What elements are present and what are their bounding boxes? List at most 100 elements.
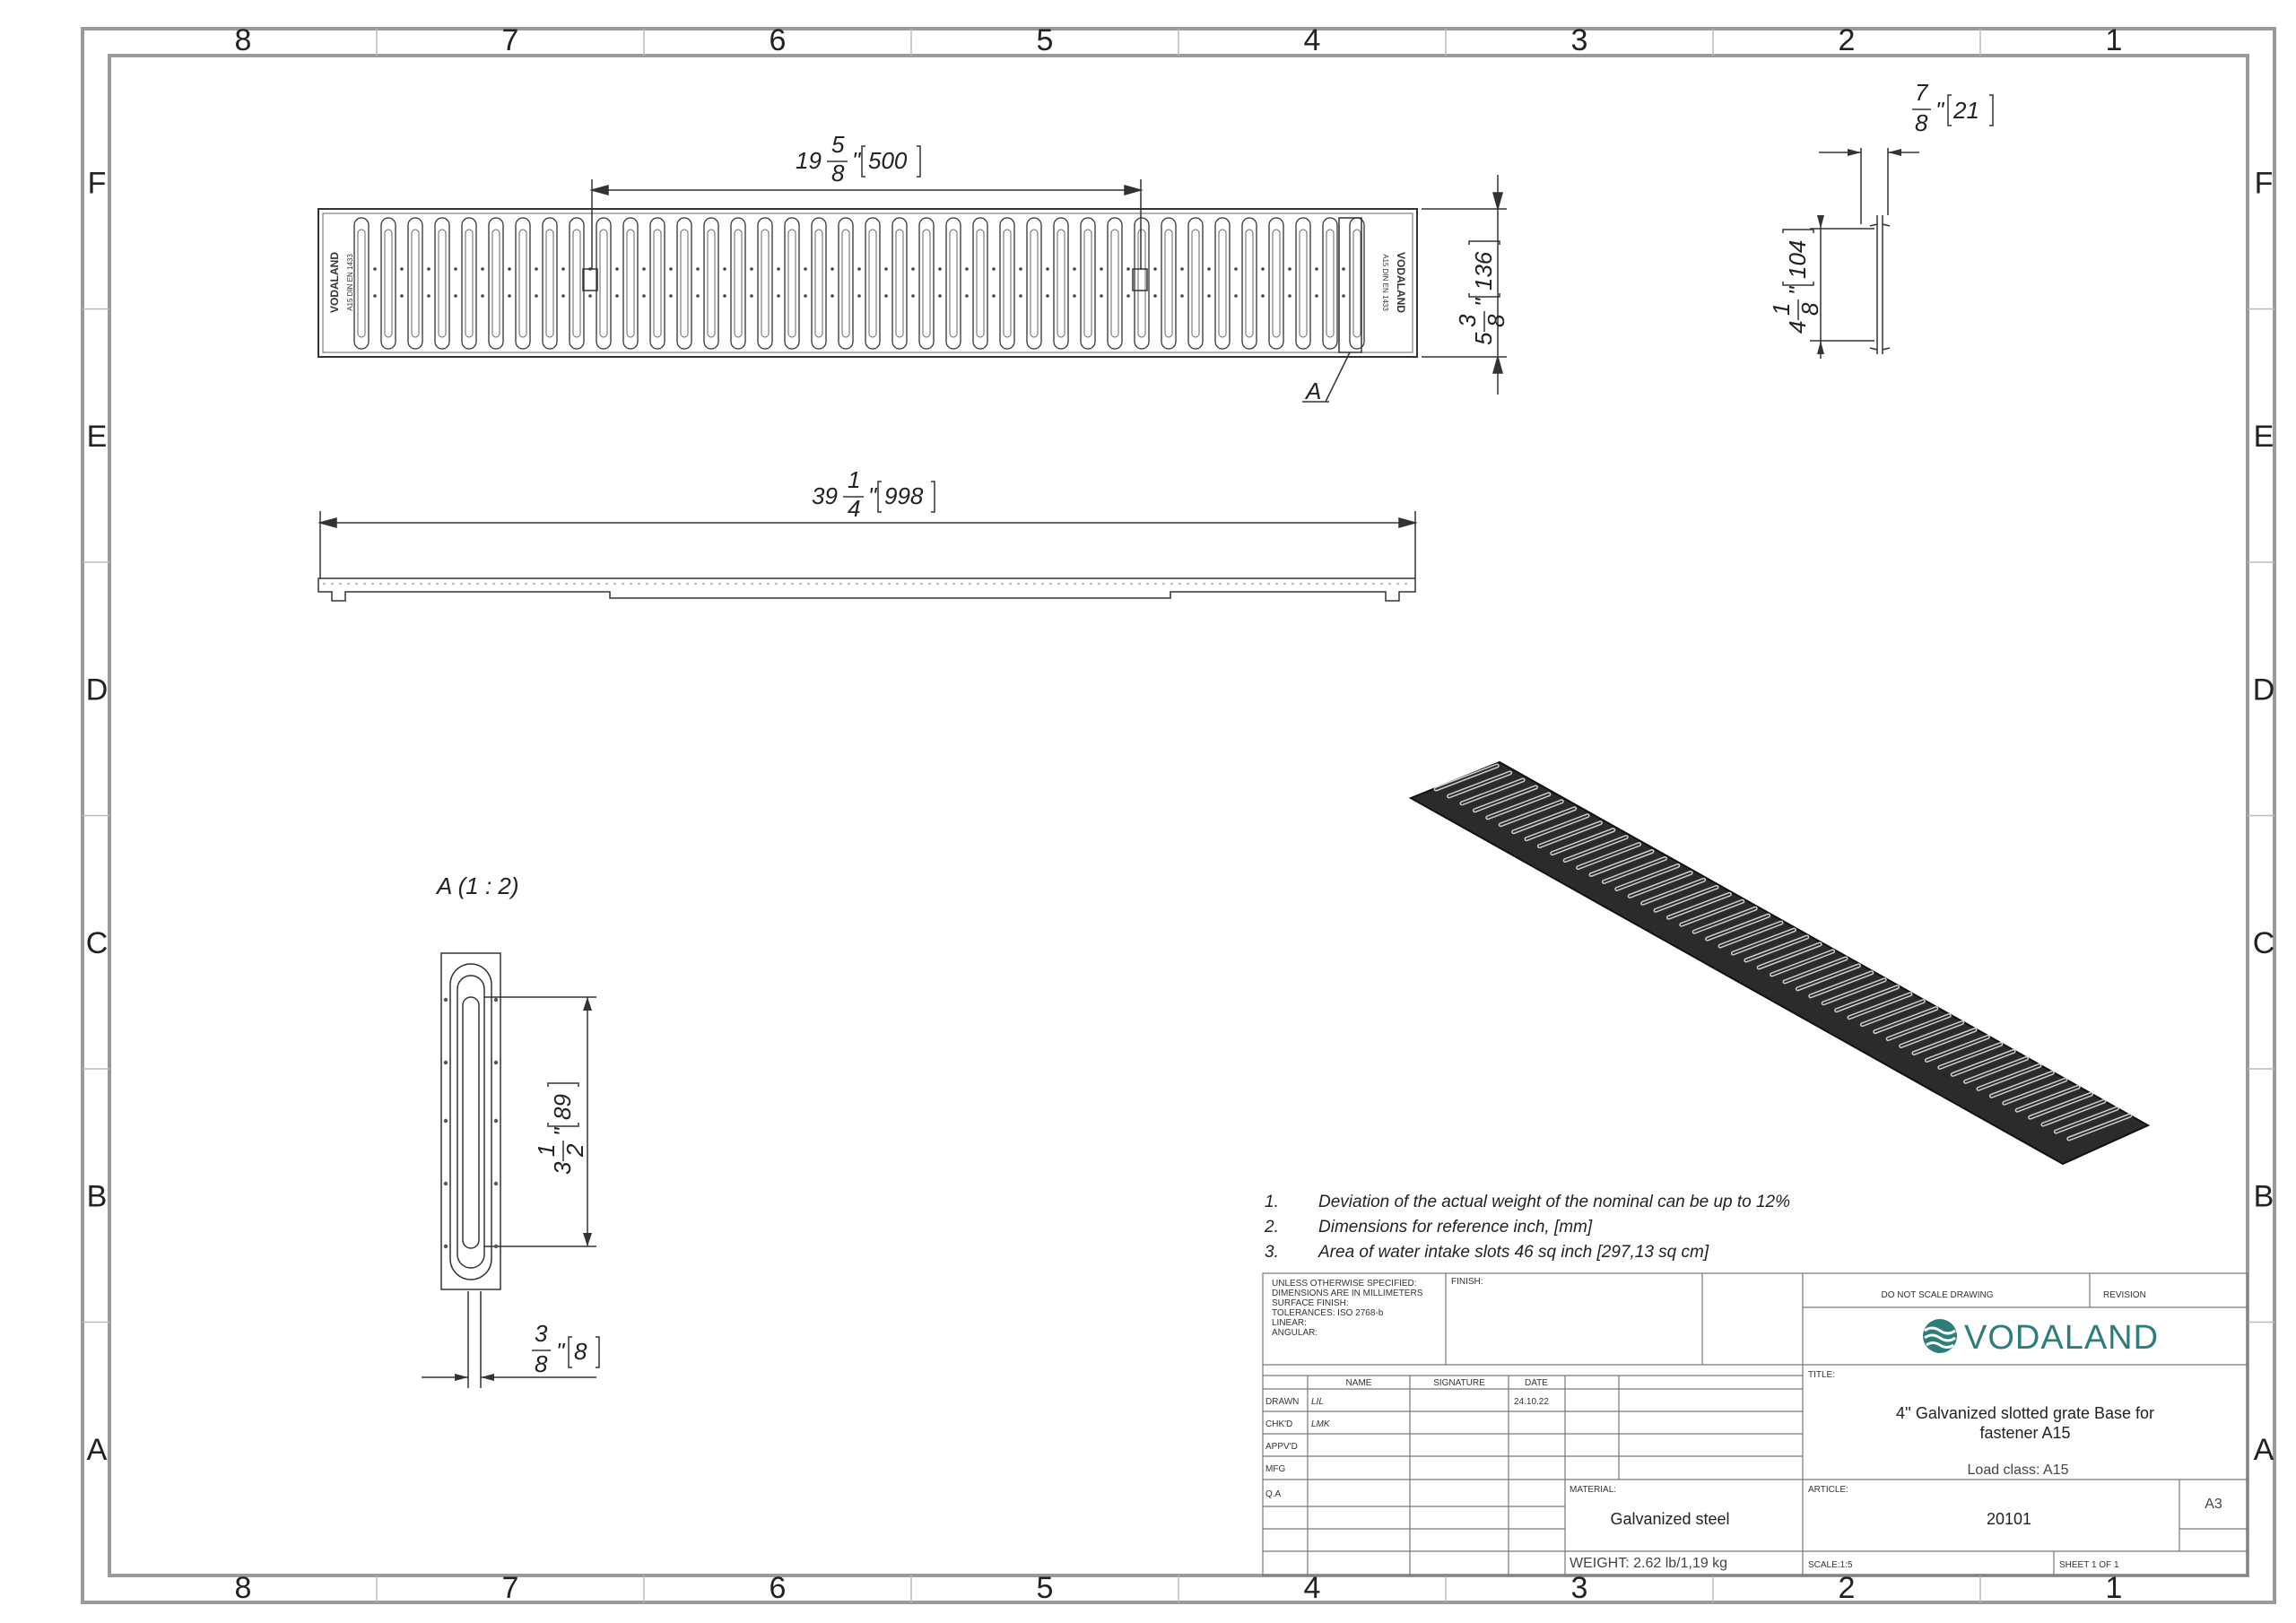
svg-text:89: 89	[549, 1094, 576, 1120]
svg-text:5: 5	[831, 131, 845, 158]
spec-line: LINEAR:	[1272, 1318, 1307, 1328]
grate-slot	[972, 217, 988, 350]
grate-slot	[515, 217, 531, 350]
svg-text:4: 4	[848, 495, 860, 522]
dim-slot-length-text: 3 1 2 " 89	[533, 1082, 588, 1175]
zone-row-label: A	[87, 1433, 108, 1467]
grate-slot	[461, 217, 477, 350]
grate-stamp-left: A15 DIN EN 1433	[346, 254, 354, 311]
svg-text:": "	[1935, 97, 1945, 124]
svg-text:8: 8	[535, 1350, 548, 1377]
svg-text:1: 1	[533, 1144, 560, 1157]
article-label: ARTICLE:	[1808, 1485, 1848, 1495]
grate-slot	[945, 217, 961, 350]
svg-text:8: 8	[574, 1338, 587, 1365]
grate-logo-left: VODALAND	[328, 252, 341, 313]
approval-name: LMK	[1311, 1419, 1331, 1429]
sheet-size: A3	[2205, 1497, 2222, 1512]
title-label: TITLE:	[1808, 1370, 1835, 1380]
grate-slot	[380, 217, 396, 350]
svg-text:8: 8	[831, 160, 845, 187]
detail-a-callout: A	[1304, 378, 1321, 404]
svg-text:3: 3	[1454, 314, 1481, 327]
title-block	[1262, 1272, 2248, 1576]
zone-col-label: 5	[1037, 23, 1054, 57]
svg-text:": "	[1470, 297, 1497, 307]
grate-slot	[596, 217, 612, 350]
zone-row-label: C	[2253, 926, 2275, 960]
spec-line: TOLERANCES: ISO 2768-b	[1272, 1308, 1384, 1318]
svg-text:1: 1	[1768, 303, 1795, 316]
svg-text:": "	[1784, 285, 1811, 295]
drawing-title-line1: 4'' Galvanized slotted grate Base for	[1896, 1404, 2154, 1422]
zone-col-label: 6	[770, 1571, 787, 1605]
article-value: 20101	[1987, 1510, 2031, 1528]
svg-text:8: 8	[1483, 314, 1509, 327]
note-text: Area of water intake slots 46 sq inch [2…	[1318, 1243, 1709, 1262]
grate-slot	[1080, 217, 1096, 350]
zone-row-label: E	[87, 420, 108, 454]
svg-text:3: 3	[549, 1161, 576, 1175]
grate-slot	[676, 217, 692, 350]
dim-width	[1422, 175, 1507, 395]
detail-a-title: A (1 : 2)	[435, 872, 519, 899]
material-value: Galvanized steel	[1610, 1510, 1729, 1528]
dim-leg-height-text: 4 1 8 " 104	[1768, 229, 1823, 334]
zone-col-label: 2	[1839, 1571, 1856, 1605]
svg-text:4: 4	[1784, 321, 1811, 334]
grate-slot	[1107, 217, 1123, 350]
approval-role: Q.A	[1265, 1489, 1282, 1499]
svg-text:5: 5	[1470, 332, 1497, 345]
svg-text:8: 8	[1915, 109, 1928, 136]
grate-isometric-view	[1408, 760, 2151, 1166]
note-number: 1.	[1265, 1193, 1279, 1211]
svg-text:19: 19	[796, 147, 822, 174]
weight: WEIGHT: 2.62 lb/1,19 kg	[1570, 1556, 1727, 1571]
svg-text:": "	[549, 1126, 576, 1136]
grate-slot	[918, 217, 935, 350]
grate-slot	[784, 217, 800, 350]
zone-col-label: 8	[235, 1571, 252, 1605]
sheet-number: SHEET 1 OF 1	[2059, 1560, 2119, 1570]
zone-col-label: 5	[1037, 1571, 1054, 1605]
do-not-scale-label: DO NOT SCALE DRAWING	[1881, 1290, 1993, 1300]
dim-half-length	[589, 179, 1144, 269]
grate-slot	[730, 217, 746, 350]
note-number: 2.	[1264, 1218, 1279, 1237]
svg-text:": "	[852, 147, 862, 174]
zone-row-label: B	[87, 1179, 108, 1213]
svg-text:500: 500	[868, 147, 908, 174]
detail-a-box	[1338, 217, 1362, 353]
grate-slot	[353, 217, 370, 350]
zone-col-label: 1	[2106, 1571, 2123, 1605]
svg-text:39: 39	[812, 482, 838, 509]
spec-line: DIMENSIONS ARE IN MILLIMETERS	[1272, 1289, 1423, 1298]
svg-text:3: 3	[535, 1320, 548, 1347]
dim-width-text: 5 3 8 " 136	[1454, 240, 1509, 345]
note-text: Deviation of the actual weight of the no…	[1318, 1193, 1790, 1211]
zone-row-label: F	[88, 166, 107, 200]
zone-row-label: E	[2254, 420, 2274, 454]
zone-col-label: 7	[502, 1571, 519, 1605]
grate-slot	[1268, 217, 1284, 350]
grate-slot	[1134, 217, 1150, 350]
spec-line: SURFACE FINISH:	[1272, 1298, 1349, 1308]
col-header-signature: SIGNATURE	[1433, 1378, 1485, 1388]
approval-role: MFG	[1265, 1464, 1285, 1474]
zone-col-label: 1	[2106, 23, 2123, 57]
grate-slot	[891, 217, 908, 350]
grate-slot	[703, 217, 719, 350]
grate-slot	[1214, 217, 1231, 350]
grate-slot	[757, 217, 773, 350]
load-class: Load class: A15	[1968, 1462, 2069, 1478]
note-text: Dimensions for reference inch, [mm]	[1318, 1218, 1593, 1237]
zone-col-label: 3	[1571, 1571, 1588, 1605]
svg-text:1: 1	[848, 466, 860, 493]
svg-text:": "	[868, 482, 878, 509]
grate-slot	[488, 217, 504, 350]
grate-slot	[434, 217, 450, 350]
zone-row-label: D	[2253, 673, 2275, 707]
zone-row-label: F	[2255, 166, 2274, 200]
zone-col-label: 7	[502, 23, 519, 57]
